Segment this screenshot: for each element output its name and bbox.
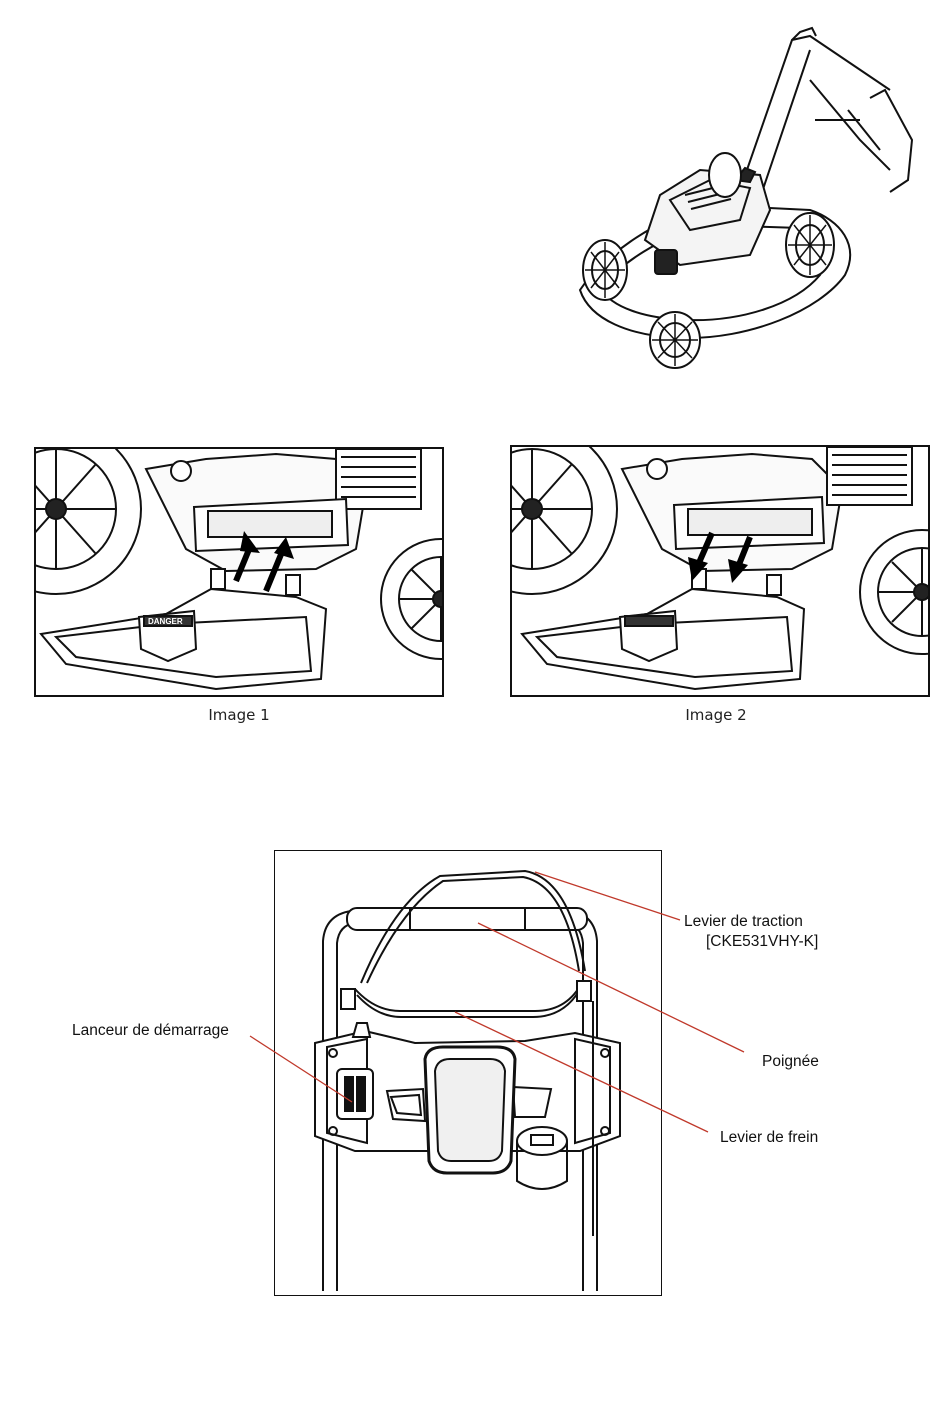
brake-lever-label: Levier de frein	[720, 1128, 818, 1147]
starter-leader	[250, 1036, 352, 1102]
traction-lever-label: Levier de traction	[684, 912, 803, 931]
starter-label: Lanceur de démarrage	[72, 1021, 229, 1040]
traction-lever-leader	[535, 872, 680, 920]
handle-label: Poignée	[762, 1052, 819, 1071]
traction-lever-model-label: [CKE531VHY-K]	[706, 932, 818, 951]
handle-leader	[478, 923, 744, 1052]
brake-lever-leader	[455, 1012, 708, 1132]
